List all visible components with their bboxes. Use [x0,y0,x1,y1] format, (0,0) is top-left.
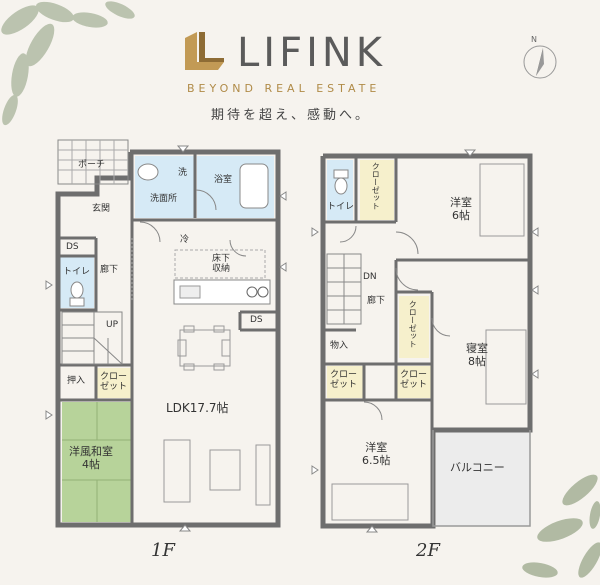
leaf-decoration-bottom-right [522,474,600,578]
compass-north-label: N [531,35,537,44]
stair-up: UP [106,320,119,330]
floor1-plan [45,139,287,532]
room-hall-2f: 廊下 [367,296,386,306]
room-storage-2f: 物入 [330,341,349,351]
room-western-6-5: 洋室 6.5帖 [362,441,391,467]
room-bedroom-8: 寝室 8帖 [466,342,488,368]
compass-icon [523,45,557,79]
room-porch: ポーチ [78,160,106,170]
floor-label-1f: 1F [151,540,175,561]
brand-name: LIFINK [237,30,387,76]
room-washitsu: 洋風和室 4帖 [69,445,113,471]
room-balcony: バルコニー [450,461,505,474]
room-closet-vertical2-2f: クローゼット [408,300,418,348]
room-ldk: LDK17.7帖 [166,401,229,415]
room-western-6: 洋室 6帖 [450,196,472,222]
floor-label-2f: 2F [416,540,440,561]
room-fridge: 冷 [180,235,190,245]
lifink-logo-mark-icon [185,32,224,70]
room-toilet-1f: トイレ [63,267,91,277]
room-entrance: 玄関 [92,204,111,214]
room-toilet-2f: トイレ [327,202,355,212]
leaf-decoration-top-left [1,1,135,126]
room-closet-vertical-2f: クローゼット [371,162,381,210]
room-hall-1f: 廊下 [100,265,119,275]
room-ds-1: DS [66,242,79,252]
room-closet-1f: クロー ゼット [100,372,128,393]
brand-tagline: BEYOND REAL ESTATE [187,82,381,95]
room-bath: 浴室 [214,175,233,185]
room-ds-2: DS [250,315,263,325]
catchphrase: 期待を超え、感動へ。 [211,108,372,123]
room-closet-b-2f: クロー ゼット [400,370,428,391]
stair-dn: DN [363,272,377,282]
floor2-plan [311,149,539,533]
room-wash: 洗 [178,168,188,178]
room-oshiire: 押入 [67,376,86,386]
room-washroom: 洗面所 [150,194,178,204]
room-floor-storage: 床下 収納 [212,254,231,275]
room-closet-a-2f: クロー ゼット [330,370,358,391]
